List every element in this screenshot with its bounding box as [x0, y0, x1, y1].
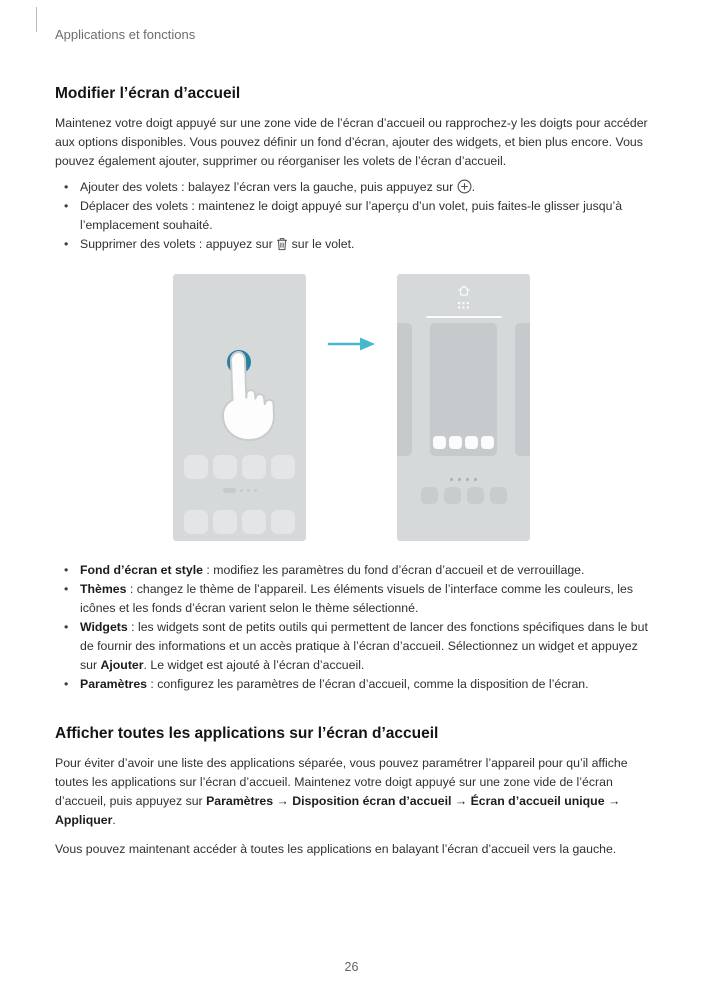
dock-tile: [489, 487, 507, 504]
dock-tile: [242, 510, 266, 534]
bullet-text-post: sur le volet.: [288, 237, 355, 251]
figure-spacer: [306, 274, 397, 352]
option-term: Widgets: [80, 620, 128, 634]
panel-dot: [466, 478, 469, 481]
running-header: Applications et fonctions: [55, 27, 196, 42]
bullet-move-panels: Déplacer des volets : maintenez le doigt…: [55, 197, 648, 235]
panel-preview-right: [515, 323, 530, 456]
menu-path-apply: Appliquer: [55, 813, 113, 827]
page-indicator-pill: [222, 488, 236, 493]
plus-circle-icon: [457, 179, 472, 194]
page-indicator-dot: [253, 489, 257, 492]
paragraph-text: .: [112, 813, 116, 827]
page-number: 26: [344, 960, 359, 974]
option-themes: Thèmes : changez le thème de l’appareil.…: [55, 580, 648, 618]
panel-dot: [450, 478, 453, 481]
phone-before: [173, 274, 306, 541]
arrow-separator: →: [451, 794, 471, 808]
paragraph-text: Pour éviter d’avoir une liste des applic…: [55, 756, 628, 808]
panel-tile: [481, 436, 494, 449]
bullet-list: Ajouter des volets : balayez l’écran ver…: [55, 178, 648, 254]
menu-path-single-home: Écran d’accueil unique: [470, 794, 605, 808]
option-list: Fond d’écran et style : modifiez les par…: [55, 561, 648, 694]
section-title-modify: Modifier l’écran d’accueil: [55, 85, 241, 102]
grid-icon: [397, 302, 530, 310]
page-indicator-dot: [239, 489, 243, 492]
option-text: : changez le thème de l’appareil. Les él…: [80, 582, 633, 615]
option-settings: Paramètres : configurez les paramètres d…: [55, 675, 648, 694]
panel-dot: [474, 478, 477, 481]
option-text: : modifiez les paramètres du fond d’écra…: [203, 563, 585, 577]
panel-dots: [397, 478, 530, 481]
dock-row-after: [397, 487, 530, 504]
bullet-text-pre: Ajouter des volets : balayez l’écran ver…: [80, 180, 457, 194]
home-icon: [397, 284, 530, 297]
dock-row: [173, 510, 306, 534]
dock-tile: [466, 487, 484, 504]
intro-paragraph: Maintenez votre doigt appuyé sur une zon…: [55, 116, 648, 168]
bullet-text-post: .: [471, 180, 476, 194]
app-tile: [184, 455, 208, 479]
app-row: [173, 455, 306, 479]
arrow-separator: →: [273, 794, 293, 808]
panel-dot: [458, 478, 461, 481]
bullet-text: Déplacer des volets : maintenez le doigt…: [80, 199, 623, 232]
dock-tile: [213, 510, 237, 534]
menu-path-settings: Paramètres: [206, 794, 274, 808]
page-indicator-dot: [246, 489, 250, 492]
option-bold: Ajouter: [100, 658, 144, 672]
header-accent-line: [36, 7, 37, 32]
menu-path-layout: Disposition écran d’accueil: [292, 794, 452, 808]
bullet-add-panels: Ajouter des volets : balayez l’écran ver…: [55, 178, 648, 197]
option-wallpaper: Fond d’écran et style : modifiez les par…: [55, 561, 648, 580]
app-tile: [213, 455, 237, 479]
dock-tile: [443, 487, 461, 504]
option-term: Fond d’écran et style: [80, 563, 203, 577]
app-tile: [271, 455, 295, 479]
bullet-remove-panels: Supprimer des volets : appuyez sur sur l…: [55, 235, 648, 254]
illustration-figure: [55, 274, 648, 541]
option-text: : les widgets sont de petits outils qui …: [80, 620, 648, 672]
page-indicator: [173, 488, 306, 493]
show-all-paragraph: Pour éviter d’avoir une liste des applic…: [55, 754, 648, 830]
section-title-show-all: Afficher toutes les applications sur l’é…: [55, 725, 439, 742]
panel-tile: [433, 436, 446, 449]
panel-preview-left: [397, 323, 412, 456]
trash-icon: [276, 237, 288, 251]
option-text: . Le widget est ajouté à l’écran d’accue…: [143, 658, 365, 672]
panel-dock-row: [430, 436, 497, 449]
option-term: Thèmes: [80, 582, 127, 596]
page-content: Applications et fonctions Modifier l’écr…: [55, 0, 648, 859]
dock-tile: [184, 510, 208, 534]
panel-preview-center: [430, 323, 497, 456]
option-widgets: Widgets : les widgets sont de petits out…: [55, 618, 648, 675]
panel-tile: [465, 436, 478, 449]
tab-underline: [425, 316, 502, 318]
phone-after: [397, 274, 530, 541]
option-text: : configurez les paramètres de l’écran d…: [147, 677, 589, 691]
closing-paragraph: Vous pouvez maintenant accéder à toutes …: [55, 842, 617, 856]
dock-tile: [271, 510, 295, 534]
app-tile: [242, 455, 266, 479]
bullet-text-pre: Supprimer des volets : appuyez sur: [80, 237, 277, 251]
option-term: Paramètres: [80, 677, 147, 691]
arrow-separator: →: [604, 794, 621, 808]
transition-arrow-icon: [327, 336, 377, 352]
tap-hand-icon: [215, 346, 289, 458]
panel-tile: [449, 436, 462, 449]
dock-tile: [420, 487, 438, 504]
